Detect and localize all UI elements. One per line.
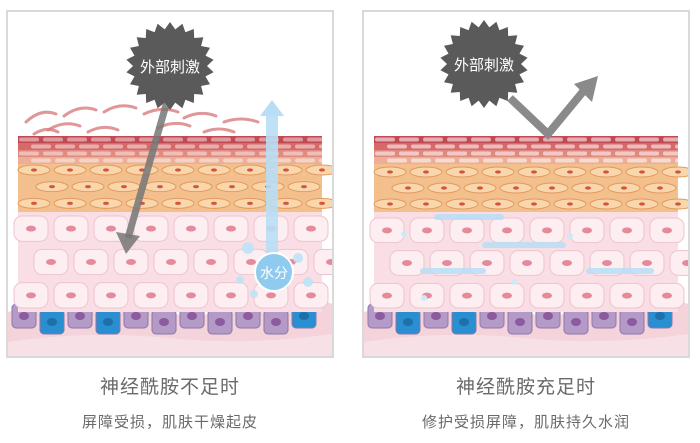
up-arrow-icon (260, 100, 284, 270)
water-droplets (236, 242, 313, 298)
stimulus-bubble: 外部刺激 (440, 20, 528, 108)
stratum-corneum-damaged (18, 136, 332, 164)
moisture-bars (420, 214, 654, 274)
damaged-skin-diagram: 水分 外部刺激 (8, 22, 332, 356)
stimulus-bubble: 外部刺激 (126, 22, 214, 110)
skin-flakes (24, 104, 260, 136)
right-skin-panel: 外部刺激 (362, 10, 690, 358)
healthy-skin-diagram: 外部刺激 (364, 20, 688, 356)
right-caption: 神经酰胺充足时 修护受损屏障，肌肤持久水润 (356, 372, 696, 432)
arrow-icon (116, 97, 172, 254)
right-caption-subtitle: 修护受损屏障，肌肤持久水润 (421, 413, 630, 431)
left-caption: 神经酰胺不足时 屏障受损，肌肤干燥起皮 (0, 372, 340, 432)
right-caption-title: 神经酰胺充足时 (455, 376, 596, 398)
water-badge: 水分 (254, 252, 294, 292)
v-arrow-icon (507, 76, 598, 140)
water-label: 水分 (260, 266, 288, 282)
basal-layer (364, 297, 688, 356)
bubble-text: 外部刺激 (140, 58, 200, 76)
bubble-text: 外部刺激 (454, 56, 514, 74)
left-skin-panel: 水分 外部刺激 (6, 10, 334, 358)
stratum-corneum-intact (374, 136, 688, 164)
water-droplets (401, 231, 573, 301)
left-caption-title: 神经酰胺不足时 (99, 376, 240, 398)
left-caption-subtitle: 屏障受损，肌肤干燥起皮 (81, 413, 258, 431)
